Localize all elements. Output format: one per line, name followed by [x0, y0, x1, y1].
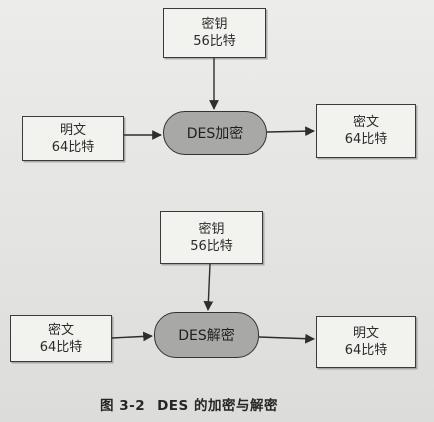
encryption-ciphertext-box: 密文 64比特 — [316, 104, 416, 158]
des-decrypt-label: DES解密 — [178, 328, 235, 344]
decryption-plaintext-label: 明文 — [352, 326, 379, 341]
arrow-encrypt-to-ciphertext — [266, 126, 315, 137]
decryption-key-box: 密钥 56比特 — [160, 211, 263, 264]
encryption-key-label: 密钥 — [201, 17, 228, 32]
decryption-plaintext-box: 明文 64比特 — [316, 316, 416, 368]
encryption-ciphertext-size: 64比特 — [344, 132, 388, 147]
decryption-key-size: 56比特 — [190, 238, 233, 254]
decryption-plaintext-size: 64比特 — [344, 343, 388, 358]
figure-title: DES 的加密与解密 — [157, 398, 278, 414]
des-encrypt-process: DES加密 — [163, 111, 267, 155]
encryption-plaintext-box: 明文 64比特 — [22, 116, 124, 161]
des-decrypt-process: DES解密 — [154, 312, 259, 358]
decryption-key-label: 密钥 — [198, 221, 225, 237]
arrow-decrypt-to-plaintext — [258, 333, 315, 344]
arrow-ciphertext-to-decrypt — [111, 331, 153, 342]
encryption-key-size: 56比特 — [193, 34, 236, 49]
encryption-plaintext-size: 64比特 — [51, 139, 95, 155]
decryption-ciphertext-label: 密文 — [47, 322, 74, 338]
encryption-key-box: 密钥 56比特 — [163, 8, 266, 58]
decryption-ciphertext-size: 64比特 — [39, 339, 83, 355]
encryption-plaintext-label: 明文 — [59, 122, 86, 138]
des-encrypt-label: DES加密 — [186, 126, 244, 142]
figure-number: 图 3-2 — [100, 398, 146, 414]
arrow-key-to-decrypt — [203, 263, 214, 311]
encryption-ciphertext-label: 密文 — [352, 115, 379, 130]
figure-caption: 图 3-2 DES 的加密与解密 — [100, 394, 340, 414]
decryption-ciphertext-box: 密文 64比特 — [10, 315, 112, 362]
